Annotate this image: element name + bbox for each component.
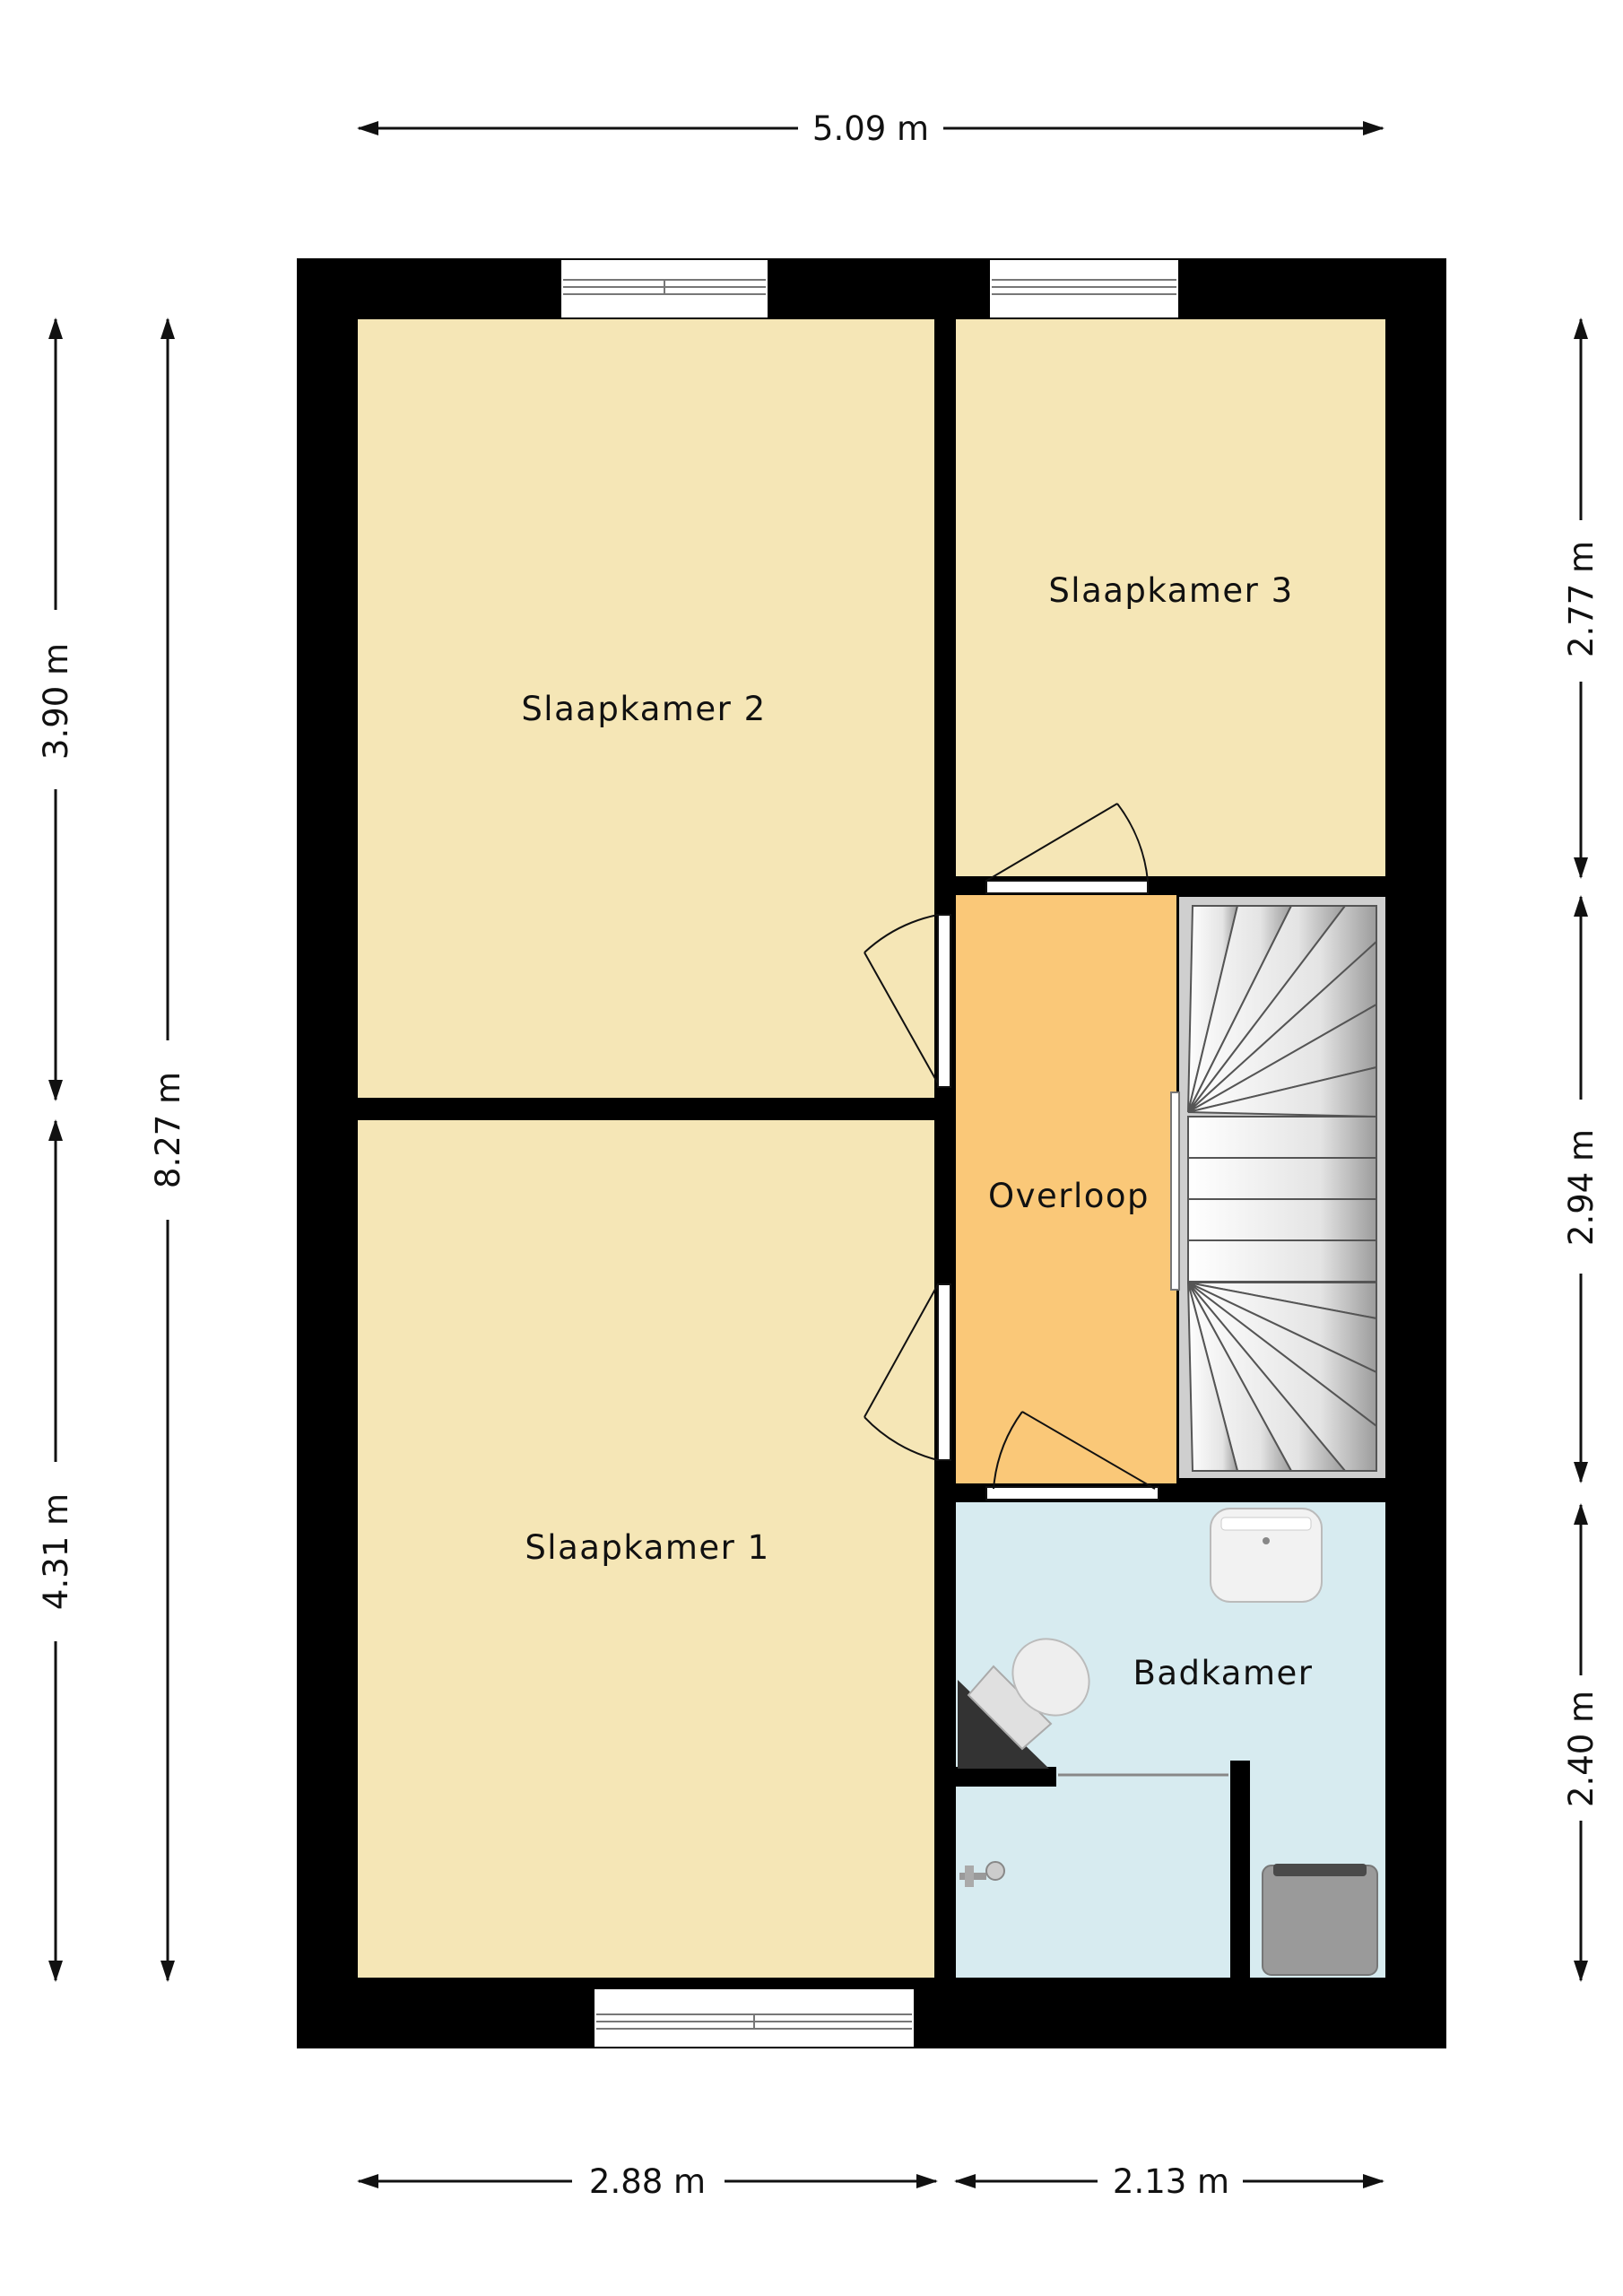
room-slaapkamer-2: [358, 319, 934, 1098]
dim-right-middle: [1574, 895, 1588, 1483]
door-slaapkamer-1[interactable]: [864, 1283, 951, 1461]
shower-ledge: [956, 1767, 1056, 1787]
label-overloop: Overloop: [988, 1177, 1150, 1215]
window-bottom: [595, 1989, 914, 2047]
dim-bottom-right-label: 2.13 m: [1113, 2162, 1229, 2201]
dim-left-total-label: 8.27 m: [149, 1072, 187, 1188]
toilet-icon: [958, 1638, 1090, 1769]
dim-left-lower-label: 4.31 m: [37, 1493, 75, 1610]
shower-wall: [1230, 1761, 1250, 1978]
staircase: [1187, 905, 1377, 1472]
window-top-left: [561, 260, 768, 317]
window-top-right: [990, 260, 1178, 317]
label-badkamer: Badkamer: [1133, 1654, 1313, 1692]
dim-bottom-left: [357, 2174, 938, 2188]
door-badkamer[interactable]: [985, 1411, 1159, 1500]
dim-top: [357, 121, 1384, 135]
dim-top-label: 5.09 m: [812, 109, 929, 148]
room-slaapkamer-1: [358, 1120, 934, 1978]
door-slaapkamer-2[interactable]: [864, 914, 951, 1088]
dim-bottom-left-label: 2.88 m: [589, 2162, 706, 2201]
shower-tap-icon: [959, 1861, 1005, 1887]
washing-machine-icon: [1262, 1864, 1378, 1976]
label-slaapkamer-1: Slaapkamer 1: [525, 1528, 769, 1567]
label-slaapkamer-2: Slaapkamer 2: [521, 690, 766, 728]
dim-right-middle-label: 2.94 m: [1562, 1129, 1601, 1246]
dim-right-upper-label: 2.77 m: [1562, 541, 1601, 657]
dim-right-upper: [1574, 317, 1588, 879]
room-overloop: [956, 895, 1176, 1483]
dim-left-upper-label: 3.90 m: [37, 643, 75, 760]
dim-left-lower: [48, 1119, 63, 1982]
door-slaapkamer-3[interactable]: [985, 803, 1149, 894]
dim-right-lower-label: 2.40 m: [1562, 1691, 1601, 1807]
stair-handrail: [1170, 1091, 1180, 1291]
dim-left-total: [161, 317, 175, 1982]
label-slaapkamer-3: Slaapkamer 3: [1048, 571, 1293, 610]
sink-icon: [1210, 1508, 1323, 1603]
dim-right-lower: [1574, 1503, 1588, 1982]
dim-left-upper: [48, 317, 63, 1101]
dim-bottom-right: [954, 2174, 1384, 2188]
room-slaapkamer-3: [956, 319, 1385, 876]
